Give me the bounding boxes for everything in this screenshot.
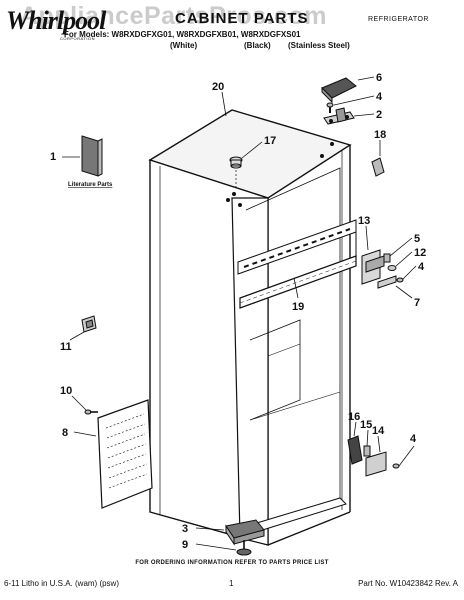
cabinet <box>148 109 357 546</box>
callout-12: 12 <box>414 247 426 259</box>
ordering-instruction: FOR ORDERING INFORMATION REFER TO PARTS … <box>135 560 329 566</box>
callout-2: 2 <box>376 109 382 121</box>
callout-1: 1 <box>50 151 56 163</box>
variant-black: (Black) <box>244 41 271 50</box>
brand-subtitle: CORPORATION <box>60 36 95 41</box>
part-4-mid-hinge-screw <box>396 265 417 283</box>
callout-14: 14 <box>372 425 385 437</box>
page-number: 1 <box>229 579 234 588</box>
variant-white: (White) <box>170 41 198 50</box>
part-5-hinge-pin <box>383 237 413 263</box>
callout-20: 20 <box>212 81 224 93</box>
litho-info: 6-11 Litho in U.S.A. (wam) (psw) <box>4 579 119 588</box>
watermark: AppliancePartsPros.com <box>20 2 327 30</box>
callout-4-top: 4 <box>376 91 383 103</box>
callout-9: 9 <box>182 539 188 551</box>
literature-parts-label: Literature Parts <box>68 182 113 188</box>
part-4-top-hinge-screw <box>326 95 375 113</box>
callout-6: 6 <box>376 72 382 84</box>
variant-stainless: (Stainless Steel) <box>288 41 350 50</box>
part-10-screw <box>71 395 98 415</box>
page-title: CABINET PARTS <box>175 10 309 27</box>
part-17-leveling-cap <box>229 156 243 190</box>
part-14-bottom-hinge-bracket <box>365 435 387 477</box>
part-15-hinge-pin <box>363 429 371 457</box>
callout-13: 13 <box>358 215 370 227</box>
part-11-clip <box>69 315 97 341</box>
callout-17: 17 <box>264 135 276 147</box>
callout-18: 18 <box>374 129 386 141</box>
part-3-front-leveler <box>195 519 265 546</box>
part-7-shim <box>377 275 413 299</box>
part-13-center-hinge <box>361 225 385 285</box>
models-line: For Models: W8RXDGFXG01, W8RXDGFXB01, W8… <box>64 30 301 39</box>
callout-4-mid: 4 <box>418 261 425 273</box>
callout-10: 10 <box>60 385 72 397</box>
part-16-bottom-hinge <box>347 421 363 465</box>
callout-16: 16 <box>348 411 360 423</box>
part-9-leveling-foot <box>195 540 252 556</box>
part-18-door-stop <box>371 140 385 177</box>
part-6-hinge-cover <box>321 76 375 104</box>
callout-4-bottom: 4 <box>410 433 417 445</box>
part-12-bushing <box>387 251 413 271</box>
callout-8: 8 <box>62 427 68 439</box>
part-number: Part No. W10423842 Rev. A <box>358 579 458 588</box>
callout-11: 11 <box>60 341 72 353</box>
part-8-rear-access-panel <box>73 399 153 509</box>
part-1-literature-booklet <box>62 135 103 177</box>
appliance-type: REFRIGERATOR <box>368 16 429 23</box>
callout-15: 15 <box>360 419 372 431</box>
callout-3: 3 <box>182 523 188 535</box>
callout-5: 5 <box>414 233 420 245</box>
brand-logo: Whirlpool <box>6 6 106 35</box>
callout-7: 7 <box>414 297 420 309</box>
part-2-top-hinge <box>323 107 375 125</box>
callout-19: 19 <box>292 301 304 313</box>
part-4-bottom-hinge-screw <box>392 445 415 469</box>
